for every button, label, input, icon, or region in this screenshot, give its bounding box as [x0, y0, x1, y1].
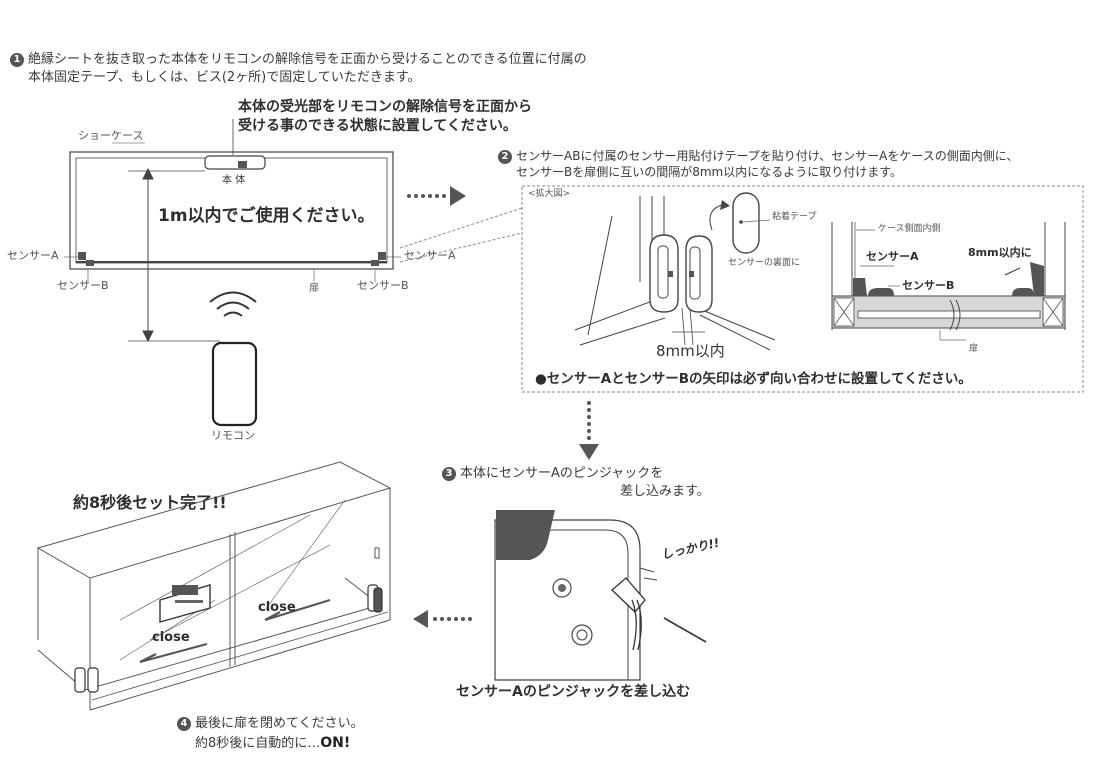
step3-line2: 差し込みます。 — [620, 484, 710, 499]
step2-line1: センサーABに付属のセンサー用貼付けテープを貼り付け、センサーAをケースの側面内… — [516, 149, 1019, 163]
showcase-label: ショーケース — [78, 129, 144, 142]
sensor-a-left-label: センサーA — [7, 249, 59, 262]
case-side-label: ケース側面内側 — [878, 224, 941, 234]
step2-number-badge: 2 — [498, 150, 512, 164]
sensors-zoom-right — [853, 262, 1044, 296]
main-unit-top — [204, 119, 266, 170]
orientation-note: ●センサーAとセンサーBの矢印は必ず向い合わせに設置してください。 — [535, 371, 972, 387]
zoom-left-illustration — [574, 196, 776, 351]
step4-number-badge: 4 — [177, 717, 191, 731]
remote-label: リモコン — [211, 429, 255, 442]
callout-line1: 本体の受光部をリモコンの解除信号を正面から — [238, 99, 532, 115]
showcase-perspective — [36, 461, 392, 711]
sensor-b-right-label: センサーB — [357, 279, 409, 292]
sensor-back-tape — [709, 192, 771, 254]
body-unit-label: 本 体 — [222, 175, 246, 186]
close-arrows — [139, 598, 331, 664]
sensor-b-zoom — [685, 235, 713, 313]
close-label-right: close — [258, 600, 296, 615]
gap-label-right: 8mm以内に — [968, 246, 1032, 259]
dotted-arrow-right-icon — [407, 186, 466, 206]
tape-label: 粘着テープ — [772, 212, 817, 222]
distance-note: 1m以内でご使用ください。 — [158, 206, 375, 226]
step1-number-badge: 1 — [10, 53, 24, 67]
zoom-frame — [399, 185, 1084, 393]
sensor-markers-top — [78, 252, 386, 266]
door-label: 扉 — [309, 283, 319, 294]
dotted-arrow-left-icon — [413, 610, 472, 628]
step1-line2: 本体固定テープ、もしくは、ビス(2ヶ所)で固定していただきます。 — [28, 70, 421, 85]
door-zoom-label: 扉 — [969, 344, 979, 354]
close-label-left: close — [152, 630, 190, 645]
step3-number-badge: 3 — [442, 467, 456, 481]
distance-arrow — [128, 167, 220, 343]
step1-line1: 絶縁シートを抜き取った本体をリモコンの解除信号を正面から受けることのできる位置に… — [28, 52, 587, 67]
set-complete-label: 約8秒後セット完了!! — [73, 493, 227, 512]
step2-instruction: 2 センサーABに付属のセンサー用貼付けテープを貼り付け、センサーAをケースの側面… — [498, 149, 1018, 164]
pin-jack-illustration — [494, 510, 707, 681]
wireless-signal-icon — [209, 291, 257, 317]
main-unit-perspective — [159, 584, 211, 623]
zoom-label: <拡大図> — [528, 189, 571, 199]
sensor-a-right-label: センサーA — [404, 249, 456, 262]
sensor-b-zoom-label: センサーB — [902, 279, 955, 292]
callout-line2: 受ける事のできる状態に設置してください。 — [238, 118, 517, 134]
sensor-a-zoom-label: センサーA — [866, 250, 919, 263]
gap-label: 8mm以内 — [656, 342, 725, 360]
step2-line2: センサーBを扉側に互いの間隔が8mm以内になるように取り付けます。 — [516, 165, 903, 179]
sensor-b-left-label: センサーB — [57, 279, 109, 292]
step3-line1: 本体にセンサーAのピンジャックを — [460, 466, 664, 481]
sensor-back-label: センサーの裏面に — [728, 258, 801, 268]
step4-line1: 最後に扉を閉めてください。 — [195, 716, 364, 731]
step1-instruction: 1 絶縁シートを抜き取った本体をリモコンの解除信号を正面から受けることのできる位置… — [10, 52, 587, 68]
step4-line2-prefix: 約8秒後に自動的に… — [195, 736, 321, 751]
sensors-perspective — [74, 584, 383, 693]
dotted-arrow-down-icon — [579, 401, 599, 460]
step4-instruction: 4 最後に扉を閉めてください。 — [177, 716, 364, 732]
pin-jack-caption: センサーAのピンジャックを差し込む — [456, 684, 691, 700]
zoom-right-illustration — [831, 222, 1066, 341]
step3-instruction: 3 本体にセンサーAのピンジャックを — [442, 466, 663, 482]
step4-line2: 約8秒後に自動的に…ON! — [195, 735, 350, 753]
sensor-a-zoom — [649, 234, 679, 313]
leader-lines-step1 — [64, 256, 401, 282]
remote-control — [211, 341, 258, 427]
step4-on-text: ON! — [320, 735, 351, 751]
